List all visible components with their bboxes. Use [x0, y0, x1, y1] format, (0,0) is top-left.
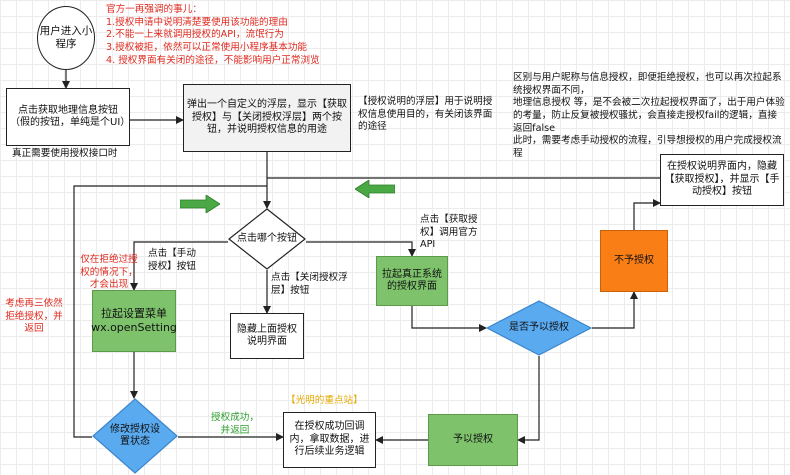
show-manual-label: 在授权说明界面内，隐藏【获取授权】，并显示【手动授权】按钮	[664, 161, 780, 198]
popup-box: 弹出一个自定义的浮层，显示【获取授权】与【关闭授权浮层】两个按钮，并说明授权信息…	[183, 84, 351, 152]
success-logic-box: 在授权成功回调内，拿取数据，进行后续业务逻辑	[283, 412, 376, 468]
show-manual-box: 在授权说明界面内，隐藏【获取授权】，并显示【手动授权】按钮	[660, 154, 784, 206]
start-node: 用户进入小程序	[37, 6, 95, 70]
which-button-diamond: 点击哪个按钮	[228, 208, 306, 270]
notice-item: 4. 授权界面有关闭的途径，不能影响用户正常浏览	[106, 54, 320, 66]
start-label: 用户进入小程序	[39, 24, 93, 50]
click-location-box: 点击获取地理信息按钮（假的按钮，单纯是个UI）	[6, 88, 130, 146]
open-settings-label: 拉起设置菜单wx.openSetting	[91, 307, 177, 334]
click-location-label: 点击获取地理信息按钮（假的按钮，单纯是个UI）	[10, 104, 131, 129]
hide-layer-label: 隐藏上面授权说明界面	[237, 323, 297, 348]
popup-note: 【授权说明的浮层】用于说明授权信息使用目的，有关闭该界面的途径	[358, 96, 493, 133]
which-button-label: 点击哪个按钮	[237, 232, 297, 244]
click-location-note: 真正需要使用授权接口时	[12, 148, 118, 159]
grant-decision-label: 是否予以授权	[509, 321, 569, 333]
notice-item: 3.授权被拒，依然可以正常使用小程序基本功能	[106, 41, 308, 53]
grant-label: 予以授权	[453, 433, 493, 445]
grant-box: 予以授权	[428, 414, 518, 466]
deny-box: 不予授权	[600, 230, 668, 292]
notice-item: 2.不能一上来就调用授权的API，流氓行为	[106, 29, 284, 41]
notice-item: 1.授权申请中说明清楚要使用该功能的理由	[106, 16, 288, 28]
green-arrow-left-icon	[355, 180, 395, 198]
invoke-auth-label: 拉起真正系统的授权界面	[382, 268, 442, 293]
notice-title: 官方一再强调的事儿：	[106, 4, 202, 15]
invoke-auth-box: 拉起真正系统的授权界面	[376, 256, 448, 306]
auth-success-label: 授权成功，并返回	[211, 412, 259, 436]
popup-label: 弹出一个自定义的浮层，显示【获取授权】与【关闭授权浮层】两个按钮，并说明授权信息…	[187, 99, 347, 136]
deny-label: 不予授权	[614, 254, 654, 266]
get-auth-label: 点击【获取授权】调用官方API	[420, 214, 478, 251]
highlight-tag: 【光明的重点站】	[286, 395, 363, 406]
manual-auth-label: 点击【手动授权】按钮	[148, 248, 196, 272]
official-notice: 官方一再强调的事儿： 1.授权申请中说明清楚要使用该功能的理由 2.不能一上来就…	[106, 4, 346, 67]
green-arrow-right-icon	[180, 195, 220, 213]
right-note-line: 地理信息授权 等，是不会被二次拉起授权界面了，出于用户体验的考量，防止反复被授权…	[513, 97, 785, 134]
hide-layer-box: 隐藏上面授权说明界面	[230, 313, 304, 359]
modify-state-label: 修改授权设置状态	[110, 423, 160, 448]
grant-decision-diamond: 是否予以授权	[486, 300, 592, 356]
right-note-line: 区别与用户昵称与信息授权，即便拒绝授权，也可以再次拉起系统授权界面不同，	[513, 72, 782, 96]
only-after-reject-label: 仅在拒绝过授权的情况下，才会出现	[80, 254, 138, 291]
open-settings-box: 拉起设置菜单wx.openSetting	[91, 290, 177, 352]
modify-state-diamond: 修改授权设置状态	[92, 398, 178, 474]
right-note: 区别与用户昵称与信息授权，即便拒绝授权，也可以再次拉起系统授权界面不同， 地理信…	[513, 72, 785, 161]
success-logic-label: 在授权成功回调内，拿取数据，进行后续业务逻辑	[289, 421, 370, 458]
reject-again-label: 考虑再三依然拒绝授权，并返回	[5, 298, 63, 335]
close-layer-label: 点击【关闭授权浮层】按钮	[271, 272, 348, 296]
right-note-line: 此时，需要考虑手动授权的流程，引导想授权的用户完成授权流程	[513, 135, 782, 159]
